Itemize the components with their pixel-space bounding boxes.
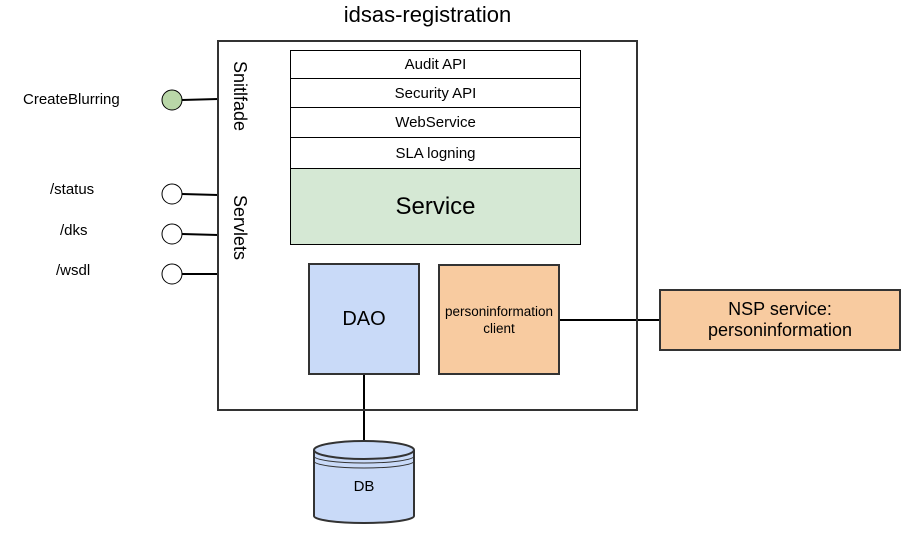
facade-label: Snitlfade [230, 61, 250, 132]
create-blurring-label: CreateBlurring [23, 91, 120, 108]
status-label: /status [50, 181, 95, 198]
servlets-label: Servlets [230, 195, 250, 261]
wsdl-port-circle [161, 263, 183, 285]
dks-port-connector [181, 233, 219, 236]
facade-port-circle [161, 89, 183, 111]
dks-port-circle [161, 223, 183, 245]
wsdl-label: /wsdl [56, 262, 91, 279]
dks-label: /dks [60, 222, 88, 239]
webservice-layer: WebService [290, 107, 581, 138]
db-cylinder [313, 440, 415, 524]
audit-api-layer: Audit API [290, 50, 581, 79]
diagram-title: idsas-registration [343, 2, 512, 27]
facade-port-connector [181, 98, 219, 101]
dao-box: DAO [308, 263, 420, 375]
nsp-service-box: NSP service: personinformation [659, 289, 901, 351]
db-label: DB [353, 478, 375, 495]
sla-logging-layer: SLA logning [290, 137, 581, 169]
personinformation-client-box: personinformation client [438, 264, 560, 375]
status-port-connector [181, 193, 219, 196]
status-port-circle [161, 183, 183, 205]
service-layer: Service [290, 168, 581, 245]
security-api-layer: Security API [290, 78, 581, 108]
registration-container [217, 40, 638, 411]
